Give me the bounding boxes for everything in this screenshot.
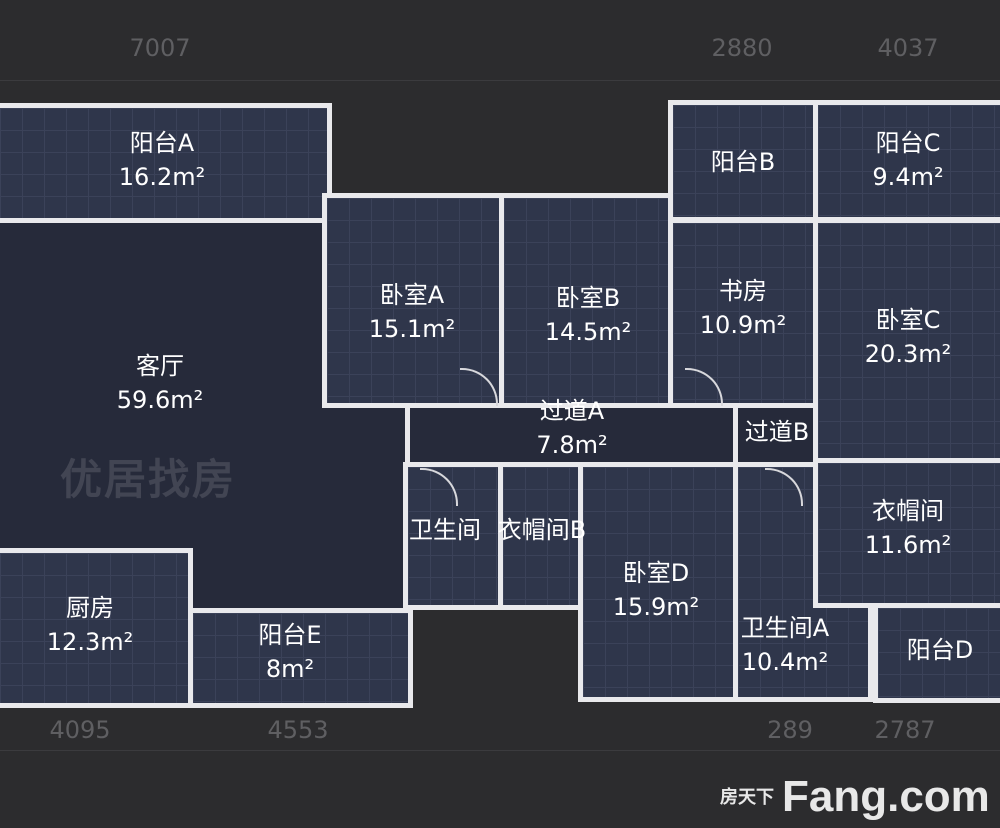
room-label: 卫生间 <box>409 516 481 544</box>
room-label: 衣帽间B <box>497 516 587 544</box>
room-kitchen <box>0 548 193 708</box>
room-balcony-b <box>668 100 820 222</box>
room-closet <box>813 458 1000 608</box>
room-balcony-d <box>873 603 1000 703</box>
room-label: 阳台D <box>906 636 974 664</box>
room-bedroom-c <box>813 218 1000 463</box>
room-balcony-c <box>813 100 1000 222</box>
room-balcony-e <box>188 608 413 708</box>
dimension-line-top <box>0 80 1000 81</box>
room-label: 过道B <box>744 418 810 446</box>
dimension-bottom: 289 <box>767 716 813 744</box>
room-label: 阳台B <box>710 148 776 176</box>
dimension-line-bottom <box>0 750 1000 751</box>
room-balcony-a <box>0 103 332 223</box>
room-corridor-b <box>733 403 818 468</box>
dimension-bottom: 4553 <box>267 716 329 744</box>
logo-text: Fang.com <box>782 772 990 821</box>
dimension-top: 2880 <box>711 34 773 62</box>
logo-cn-text: 房天下 <box>720 787 774 807</box>
dimension-bottom: 4095 <box>49 716 111 744</box>
dimension-bottom: 2787 <box>874 716 936 744</box>
watermark: 优居找房 <box>60 455 237 504</box>
dimension-top: 7007 <box>129 34 191 62</box>
fang-logo: 房天下 Fang.com <box>720 772 990 822</box>
room-bedroom-b <box>499 193 675 408</box>
dimension-top: 4037 <box>877 34 939 62</box>
